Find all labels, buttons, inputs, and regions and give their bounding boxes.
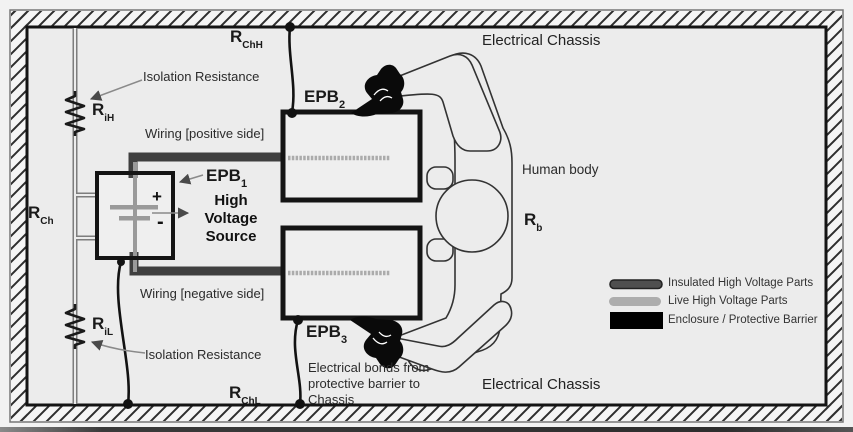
leader-epb1 xyxy=(178,173,204,185)
battery-symbol xyxy=(110,205,158,221)
legend-swatches xyxy=(609,279,663,329)
label-epb2: EPB2 xyxy=(304,87,346,112)
leader-isolation-top xyxy=(89,79,143,101)
label-r-il: RiL xyxy=(92,314,114,339)
bond-epb2-to-chassis xyxy=(288,26,295,113)
legend-item-insulated: Insulated High Voltage Parts xyxy=(668,277,814,289)
title-electrical-chassis-bottom: Electrical Chassis xyxy=(482,376,601,393)
resistor-symbol-rih xyxy=(64,91,86,136)
body-nub-upper xyxy=(426,166,454,190)
label-hv-source: High Voltage Source xyxy=(189,192,273,246)
top-enclosure-fill xyxy=(283,112,420,200)
pointing-hand-icon-upper xyxy=(351,64,405,117)
battery-minus-sign: - xyxy=(157,211,164,233)
legend-item-live: Live High Voltage Parts xyxy=(668,295,788,307)
bond-epb1-to-chassis xyxy=(116,261,130,405)
top-enclosure-box xyxy=(280,109,423,203)
annotation-wiring-negative: Wiring [negative side] xyxy=(140,286,265,301)
bonds-line-1: Electrical bonds from xyxy=(308,360,430,375)
legend-insulated-bar xyxy=(609,279,663,290)
legend-enclosure-bar xyxy=(610,312,663,329)
legend-item-enclosure: Enclosure / Protective Barrier xyxy=(668,314,818,326)
hv-line-3: Source xyxy=(205,228,257,245)
bonds-line-2: protective barrier to xyxy=(308,376,420,391)
bond-epb3-to-chassis xyxy=(293,319,302,405)
annotation-isolation-resistance-bottom: Isolation Resistance xyxy=(145,347,262,362)
label-r-b: Rb xyxy=(524,210,543,235)
bottom-enclosure-fill xyxy=(283,228,420,318)
lower-arm xyxy=(390,300,513,373)
head xyxy=(435,179,509,253)
label-r-ih: RiH xyxy=(92,100,115,125)
battery-plus-sign: + xyxy=(152,187,162,206)
upper-arm xyxy=(391,53,502,152)
leader-arrows xyxy=(89,79,204,354)
bond-wires xyxy=(116,26,302,405)
pointing-hand-icon-lower xyxy=(350,316,404,369)
annotation-isolation-resistance-top: Isolation Resistance xyxy=(143,69,260,84)
bottom-enclosure-box xyxy=(280,225,423,321)
hv-source-box xyxy=(95,171,175,260)
annotation-wiring-positive: Wiring [positive side] xyxy=(145,126,265,141)
label-r-chl: RChL xyxy=(229,383,261,408)
title-electrical-chassis-top: Electrical Chassis xyxy=(482,32,601,49)
screenshot-bottom-edge xyxy=(0,427,853,432)
annotation-electrical-bonds: Electrical bonds from protective barrier… xyxy=(308,360,429,408)
label-r-chh: RChH xyxy=(230,27,263,52)
leader-isolation-bottom xyxy=(90,340,146,354)
hv-line-1: High xyxy=(214,192,248,209)
resistor-symbol-ril xyxy=(64,304,86,349)
label-epb1: EPB1 xyxy=(206,166,248,191)
hv-line-2: Voltage xyxy=(204,210,258,227)
body-nub-lower xyxy=(426,238,454,262)
human-body-figure xyxy=(390,52,513,373)
bond-connection-dots xyxy=(117,22,305,409)
chassis-hatched-band xyxy=(11,11,842,421)
bonds-line-3: Chassis xyxy=(308,392,355,407)
label-r-ch: RCh xyxy=(28,203,54,228)
annotation-human-body: Human body xyxy=(522,162,599,177)
label-epb3: EPB3 xyxy=(306,322,348,347)
legend-live-bar xyxy=(609,297,661,306)
